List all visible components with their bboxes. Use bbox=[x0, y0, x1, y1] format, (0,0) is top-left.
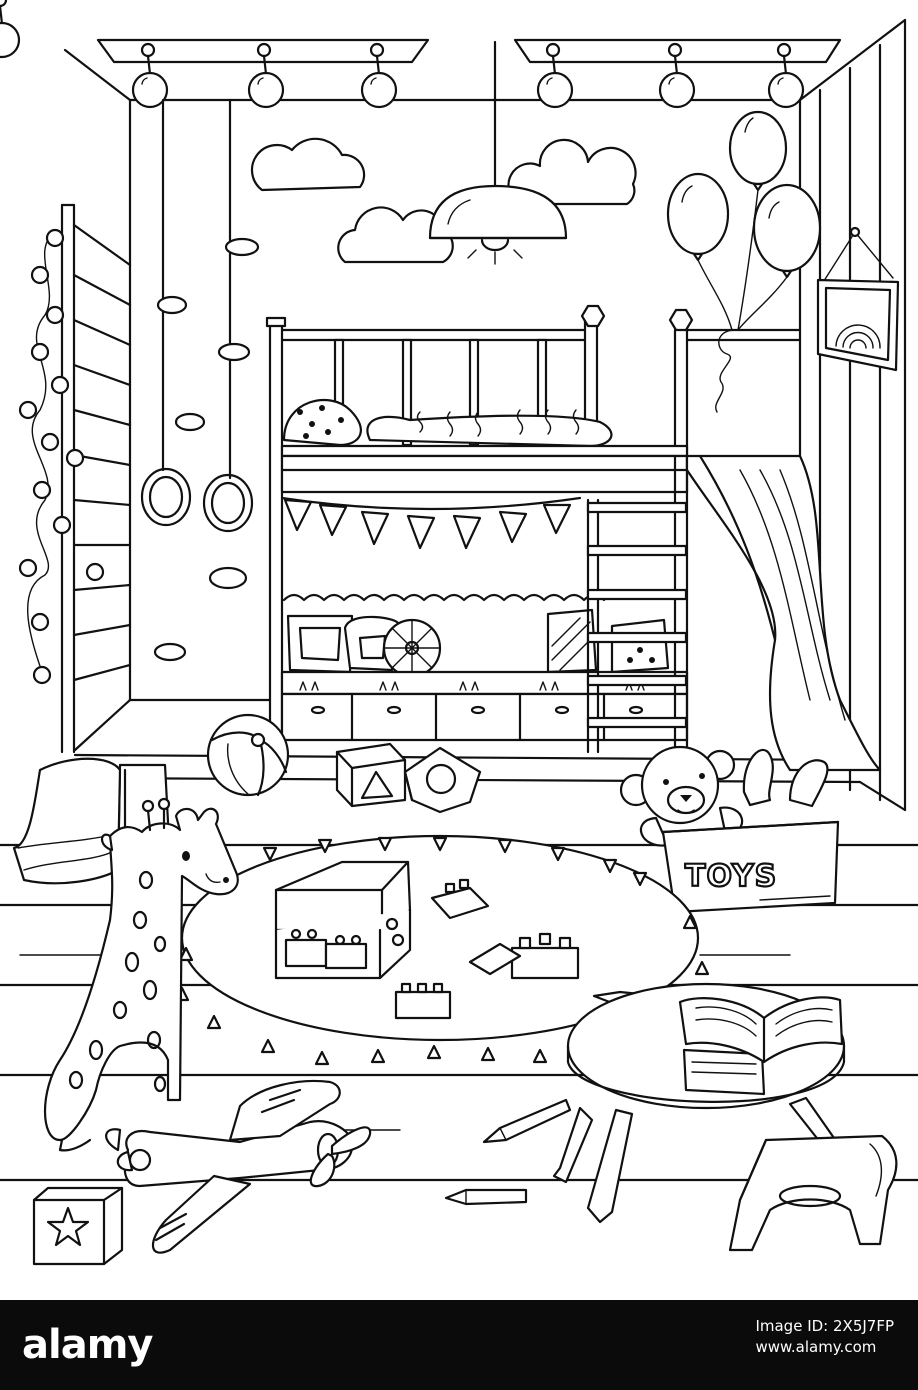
toy-giraffe bbox=[45, 799, 238, 1150]
stock-info: Image ID: 2X5J7FP www.alamy.com bbox=[755, 1316, 894, 1358]
alamy-logo[interactable]: alamy bbox=[22, 1322, 153, 1368]
slide bbox=[687, 456, 880, 770]
balloons bbox=[668, 112, 820, 412]
step-stool bbox=[730, 1136, 896, 1250]
pendant-lamp bbox=[430, 42, 566, 264]
bed-ladder bbox=[588, 500, 686, 752]
toy-basket: TOYS bbox=[621, 747, 838, 912]
watermark-bar: alamy Image ID: 2X5J7FP www.alamy.com bbox=[0, 1300, 918, 1390]
open-book bbox=[680, 997, 842, 1094]
rainbow-picture bbox=[818, 228, 898, 370]
coloring-page: TOYS bbox=[0, 0, 918, 1300]
wall-clouds bbox=[252, 139, 636, 262]
string-lights bbox=[20, 230, 103, 683]
ceiling-spotlights bbox=[0, 0, 840, 109]
wall-bars bbox=[62, 205, 130, 752]
towel-chair bbox=[14, 759, 170, 890]
shape-blocks bbox=[337, 744, 480, 812]
gym-rings bbox=[142, 100, 252, 531]
star-block bbox=[34, 1188, 122, 1264]
bunk-bed bbox=[267, 306, 800, 750]
beach-ball bbox=[208, 715, 288, 795]
climbing-holds bbox=[155, 239, 258, 660]
toy-box-label: TOYS bbox=[685, 859, 777, 894]
brick-box bbox=[276, 862, 410, 978]
site-url[interactable]: www.alamy.com bbox=[755, 1338, 877, 1356]
image-id: Image ID: 2X5J7FP bbox=[755, 1317, 894, 1335]
building-bricks bbox=[396, 880, 578, 1018]
toy-airplane bbox=[106, 1081, 370, 1253]
playroom-illustration: TOYS bbox=[0, 0, 918, 1300]
